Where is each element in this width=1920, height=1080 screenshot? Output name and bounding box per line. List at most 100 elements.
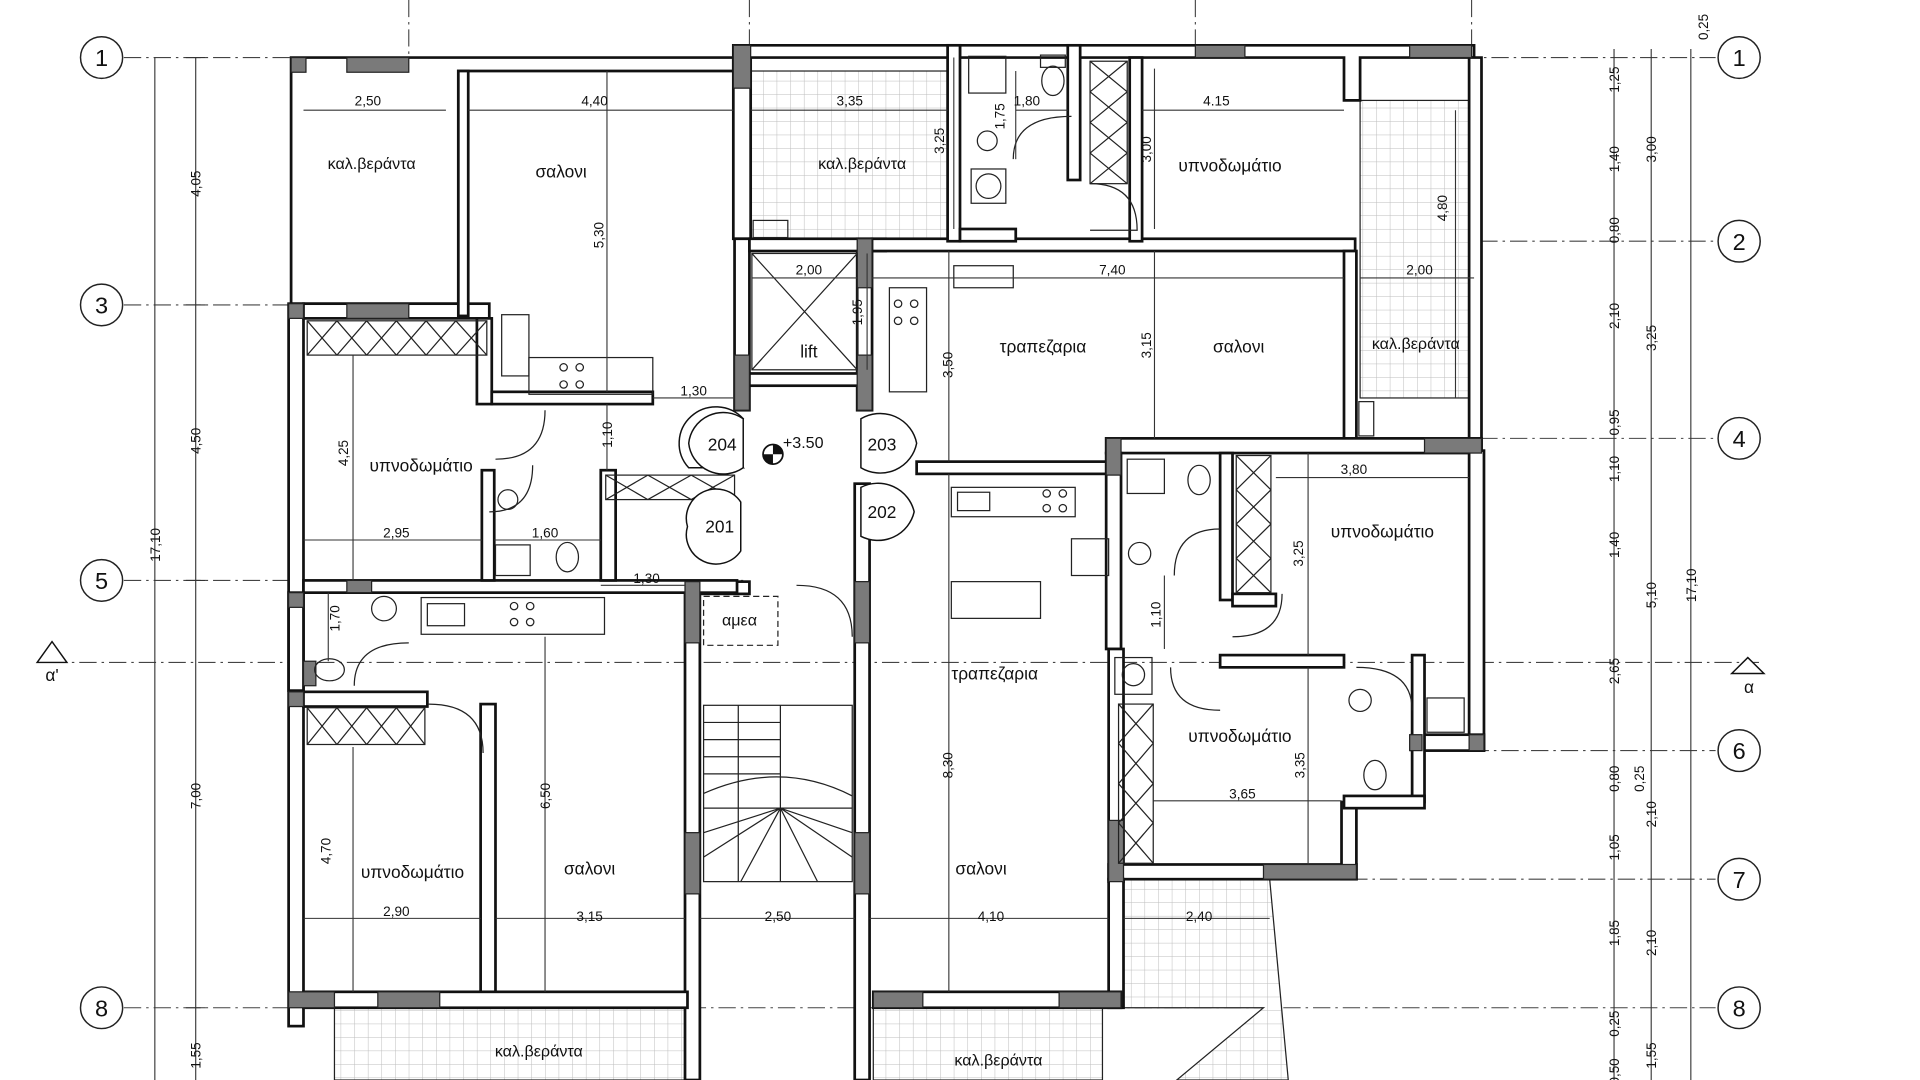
dim-label: 1,75 — [993, 103, 1008, 129]
columns — [288, 44, 1485, 1009]
room-label: σαλονι — [564, 858, 615, 878]
dim-label: 0,25 — [1632, 766, 1647, 792]
dim-label: 2,65 — [1607, 658, 1622, 684]
dim-label: 5,10 — [1644, 582, 1659, 608]
dim-label: 1,30 — [633, 571, 659, 586]
dim-label: 2,40 — [1186, 909, 1212, 924]
dim-label: 4,50 — [189, 428, 204, 454]
dim-label: 2,10 — [1644, 801, 1659, 827]
room-label: καλ.βεράντα — [954, 1052, 1042, 1069]
room-label: καλ.βεράντα — [328, 156, 416, 173]
dim-label: 8,30 — [940, 752, 955, 778]
room-label: τραπεζαρια — [1000, 337, 1087, 357]
dim-label: 2,90 — [383, 904, 409, 919]
dim-label: 1,10 — [1607, 456, 1622, 482]
apartment-number: 203 — [867, 435, 896, 455]
dim-label: 3,80 — [1341, 462, 1367, 477]
dim-label: 3,35 — [1292, 752, 1307, 778]
dim-label: 1,60 — [532, 526, 558, 541]
dim-label: 3,00 — [1644, 136, 1659, 162]
dim-label: 1,25 — [1607, 66, 1622, 92]
dim-label: 4,80 — [1435, 195, 1450, 221]
dim-label: 6,50 — [538, 783, 553, 809]
dim-label: 1,55 — [189, 1042, 204, 1068]
staircase — [702, 704, 853, 883]
dim-label: 1,05 — [1607, 834, 1622, 860]
dim-label: 1,40 — [1607, 146, 1622, 172]
left-dimensions: 4,05 4,50 17,10 7,00 1,55 — [148, 57, 206, 1080]
room-label: lift — [800, 342, 818, 362]
room-label: σαλονι — [535, 162, 586, 182]
room-labels: καλ.βεράντα σαλονι καλ.βεράντα υπνοδωμάτ… — [328, 156, 1460, 1070]
room-label: υπνοδωμάτιο — [1188, 726, 1291, 746]
grid-label: 7 — [1733, 867, 1746, 893]
section-label: α' — [45, 665, 58, 685]
grid-label: 2 — [1733, 229, 1746, 255]
room-label: αμεα — [722, 613, 757, 630]
room-label: καλ.βεράντα — [495, 1044, 583, 1061]
dim-label: 0,80 — [1607, 217, 1622, 243]
interior-dimension-lines — [303, 57, 1475, 992]
dim-label: 4.15 — [1203, 93, 1229, 108]
lift-shaft — [751, 252, 858, 371]
dim-label: 1,30 — [680, 384, 706, 399]
dim-label: 4,70 — [319, 838, 334, 864]
dim-label: 0,50 — [1607, 1058, 1622, 1080]
doors — [353, 115, 1413, 754]
dim-label: 17,10 — [148, 528, 163, 562]
dim-label: 5,30 — [591, 222, 606, 248]
dim-label: 4,25 — [336, 440, 351, 466]
grid-label: 1 — [1733, 45, 1746, 71]
level-label: +3.50 — [783, 435, 824, 452]
dim-label: 1,85 — [1607, 920, 1622, 946]
room-label: σαλονι — [955, 858, 1006, 878]
dimension-labels: 2,50 4,40 3,35 3,25 1,80 1,75 4.15 3,00 … — [319, 93, 1450, 923]
dim-label: 1,10 — [1149, 602, 1164, 628]
dim-label: 1,10 — [600, 422, 615, 448]
room-label: καλ.βεράντα — [1372, 336, 1460, 353]
dim-label: 3,25 — [932, 128, 947, 154]
section-mark-right: α — [1729, 656, 1766, 697]
grid-label: 4 — [1733, 426, 1746, 452]
dim-label: 3,15 — [576, 909, 602, 924]
dim-label: 3,65 — [1229, 786, 1255, 801]
dim-label: 3,35 — [837, 93, 863, 108]
dim-label: 0,95 — [1607, 409, 1622, 435]
grid-label: 5 — [95, 568, 108, 594]
dim-label: 2,50 — [355, 93, 381, 108]
dim-label: 1,80 — [1014, 93, 1040, 108]
dim-label: 1,95 — [850, 299, 865, 325]
room-label: υπνοδωμάτιο — [1178, 156, 1281, 176]
dim-label: 3,25 — [1291, 540, 1306, 566]
dim-label: 1,40 — [1607, 532, 1622, 558]
dim-label: 7,00 — [189, 783, 204, 809]
dim-label: 2,95 — [383, 526, 409, 541]
dim-label: 4,10 — [978, 909, 1004, 924]
room-label: σαλονι — [1213, 337, 1264, 357]
dim-label: 3,15 — [1139, 332, 1154, 358]
section-mark-left: α' — [35, 640, 69, 685]
apartment-number: 201 — [705, 517, 734, 537]
grid-label: 8 — [95, 995, 108, 1021]
room-label: υπνοδωμάτιο — [370, 456, 473, 476]
dim-label: 17,10 — [1684, 568, 1699, 602]
dim-label: 2,00 — [1406, 262, 1432, 277]
apartment-number: 204 — [708, 435, 737, 455]
dim-label: 2,00 — [796, 262, 822, 277]
dim-label: 1,55 — [1644, 1042, 1659, 1068]
dim-label: 4,05 — [189, 171, 204, 197]
dim-label: 3,00 — [1139, 136, 1154, 162]
balconies — [296, 70, 1480, 1080]
right-dimensions: 1,25 1,40 0,80 2,10 0,95 1,10 1,40 2,65 … — [1607, 14, 1711, 1080]
dim-label: 2,50 — [765, 909, 791, 924]
dim-label: 2,10 — [1607, 303, 1622, 329]
dim-label: 2,10 — [1644, 930, 1659, 956]
level-marker: +3.50 — [762, 435, 824, 465]
dim-label: 0,80 — [1607, 766, 1622, 792]
dim-label: 3,25 — [1644, 325, 1659, 351]
dim-label: 4,40 — [581, 93, 607, 108]
dim-label: 3,50 — [940, 352, 955, 378]
grid-label: 8 — [1733, 995, 1746, 1021]
dim-label: 0,25 — [1696, 14, 1711, 40]
